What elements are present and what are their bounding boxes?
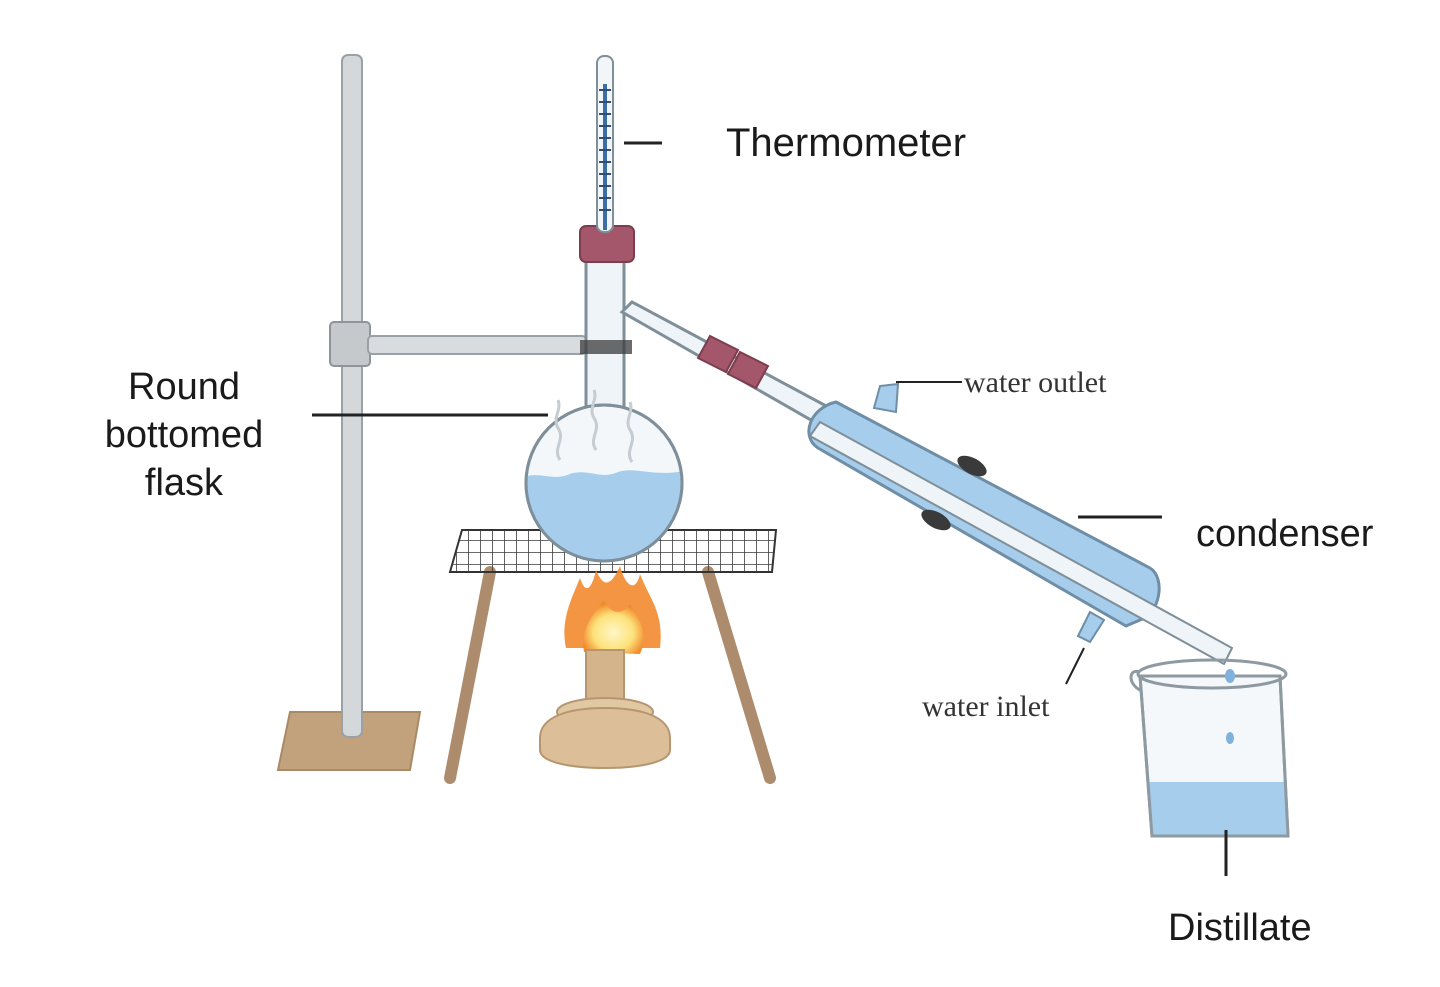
beaker: [1129, 658, 1290, 838]
retort-stand: [276, 54, 587, 771]
boss-clamp: [329, 321, 371, 367]
thermometer-column: [603, 84, 607, 230]
distillate-label: Distillate: [1168, 907, 1312, 949]
rubber-connector: [696, 334, 770, 390]
water-inlet-nozzle: [1076, 610, 1106, 644]
water-inlet-label: water inlet: [922, 690, 1050, 723]
flask-label-line2: bottomed: [105, 414, 263, 456]
flame-inner: [583, 600, 644, 654]
condenser-inner-tube: [808, 420, 1234, 666]
flask-neck: [584, 246, 626, 418]
condenser-clamp-knob: [921, 509, 951, 531]
leader-lines: [312, 141, 1228, 876]
thermometer: [596, 55, 614, 233]
condenser-clamp-knob: [957, 455, 987, 477]
drop: [1226, 732, 1234, 744]
neck-clamp: [580, 340, 632, 354]
beaker-spout: [1129, 669, 1141, 692]
thermometer-scale: [599, 89, 611, 211]
flask-label-line1: Round: [128, 366, 240, 408]
thermometer-label: Thermometer: [726, 121, 966, 165]
beaker-rim: [1136, 658, 1288, 690]
stand-base: [276, 711, 422, 771]
flask-liquid: [526, 470, 682, 561]
flask-label-line3: flask: [145, 462, 224, 504]
burner-base: [539, 706, 671, 770]
clamp-arm: [367, 335, 587, 355]
tripod-leg-right: [702, 566, 776, 784]
vapour-swirl: [590, 389, 599, 451]
water-outlet-label: water outlet: [964, 366, 1107, 399]
stand-rod: [341, 54, 363, 738]
water-outlet-nozzle: [872, 382, 900, 414]
bunsen-burner: [539, 566, 671, 770]
condenser-label: condenser: [1196, 513, 1374, 555]
condenser: [807, 382, 1234, 666]
tripod-leg-left: [444, 566, 496, 784]
drop: [1225, 669, 1235, 683]
side-arm: [619, 300, 833, 426]
vapour-swirl: [554, 399, 563, 461]
round-bottomed-flask: [524, 225, 684, 563]
distillate-liquid: [1140, 782, 1288, 836]
vapour-swirl: [626, 401, 635, 463]
water-inlet-leader: [1065, 647, 1085, 685]
